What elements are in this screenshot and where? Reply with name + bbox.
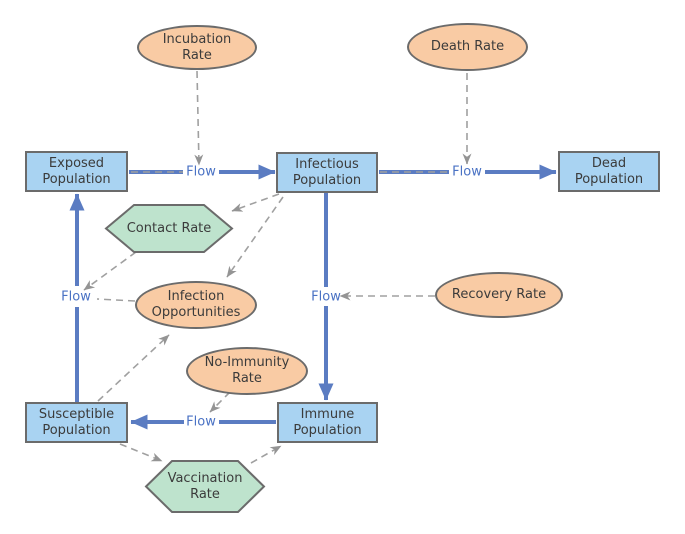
link-infection-opportunities-to-flow [96, 298, 136, 302]
rate-contact-label: Contact Rate [126, 220, 212, 236]
link-contactrate-to-flow [83, 251, 137, 291]
link-susceptible-to-vaccinationrate [119, 443, 163, 462]
stock-immune-population: Immune Population [277, 402, 378, 443]
vaccination-rate-hexagon [144, 460, 266, 513]
stock-infectious-population: Infectious Population [276, 152, 378, 193]
contact-rate-hexagon [104, 204, 234, 253]
flow-label-infectious-dead: Flow [452, 164, 482, 180]
rate-infection-opportunities: Infection Opportunities [135, 281, 257, 329]
rate-no-immunity: No-Immunity Rate [186, 347, 308, 395]
link-infectious-to-infection-opportunities [226, 196, 284, 278]
rate-incubation: Incubation Rate [137, 25, 257, 70]
link-incubation-to-flow [194, 70, 204, 166]
rate-death: Death Rate [407, 23, 528, 71]
stock-dead-population: Dead Population [558, 151, 660, 192]
link-infectious-to-contactrate [231, 193, 280, 212]
flow-label-immune-susceptible: Flow [186, 414, 216, 430]
stock-susceptible-population: Susceptible Population [25, 402, 128, 443]
link-vaccinationrate-to-immune [250, 445, 282, 464]
rate-recovery: Recovery Rate [435, 272, 563, 318]
flow-label-infectious-immune: Flow [311, 289, 341, 305]
stock-exposed-population: Exposed Population [25, 151, 128, 192]
link-noimmunity-to-flow [209, 391, 231, 413]
flow-label-exposed-infectious: Flow [186, 164, 216, 180]
flow-label-susceptible-exposed: Flow [61, 289, 91, 305]
rate-vaccination-label: Vaccination Rate [167, 470, 243, 502]
link-susceptible-to-infection-opportunities [97, 334, 170, 402]
